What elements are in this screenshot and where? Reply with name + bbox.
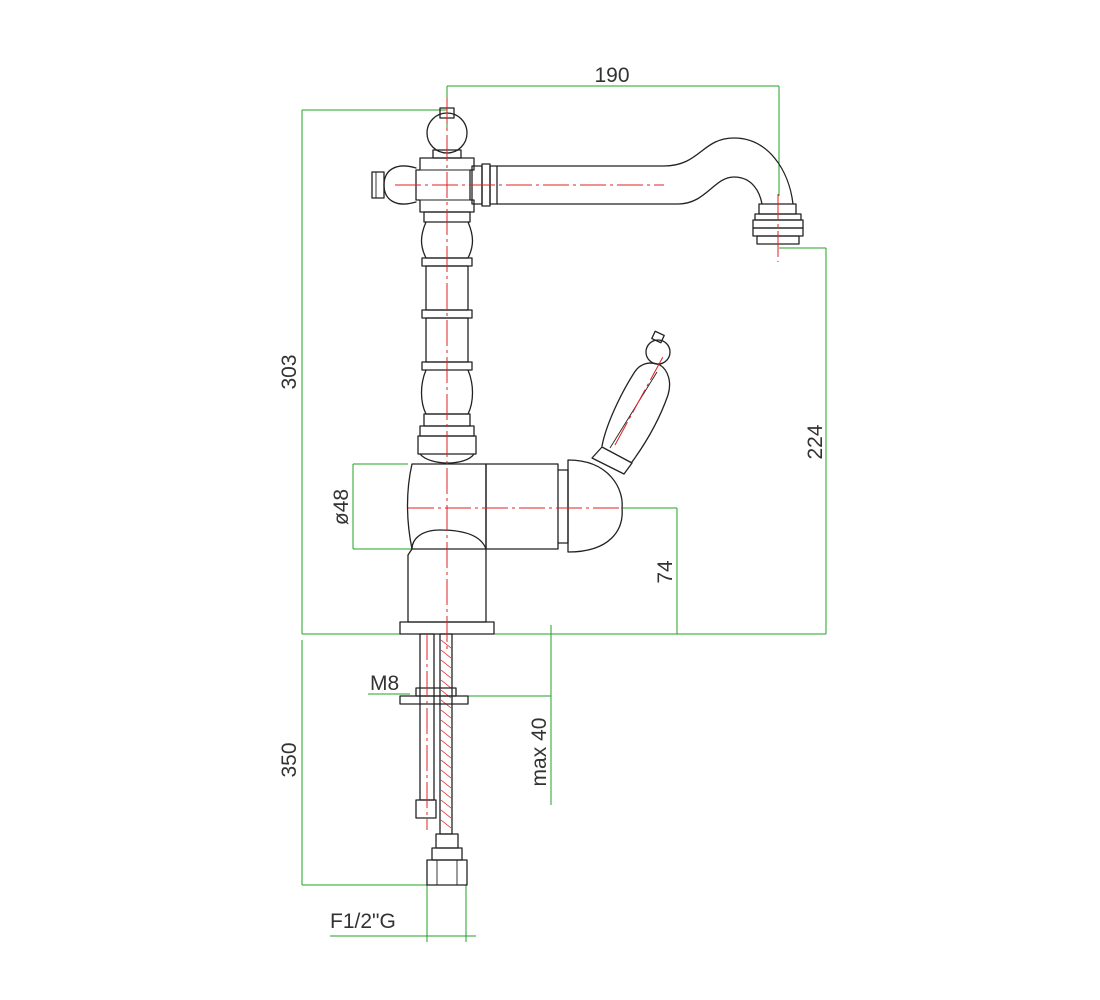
fixing-kit bbox=[399, 633, 469, 886]
label-spout-height: 224 bbox=[804, 424, 827, 459]
label-total-height: 303 bbox=[278, 354, 301, 389]
label-rod-thread: M8 bbox=[370, 672, 399, 695]
dimension-lines bbox=[301, 85, 827, 942]
center-lines bbox=[395, 98, 779, 830]
faucet-outline bbox=[371, 107, 804, 886]
label-lever-height: 74 bbox=[654, 560, 677, 584]
label-hose-length: 350 bbox=[278, 742, 301, 777]
dimension-labels: 190 303 224 ø48 74 M8 max 40 350 F1/2"G bbox=[278, 64, 827, 933]
lever-handle bbox=[591, 330, 671, 475]
label-body-diameter: ø48 bbox=[330, 489, 353, 525]
label-spout-reach: 190 bbox=[594, 64, 629, 87]
label-connection: F1/2"G bbox=[330, 910, 396, 933]
label-max-thickness: max 40 bbox=[528, 718, 551, 787]
